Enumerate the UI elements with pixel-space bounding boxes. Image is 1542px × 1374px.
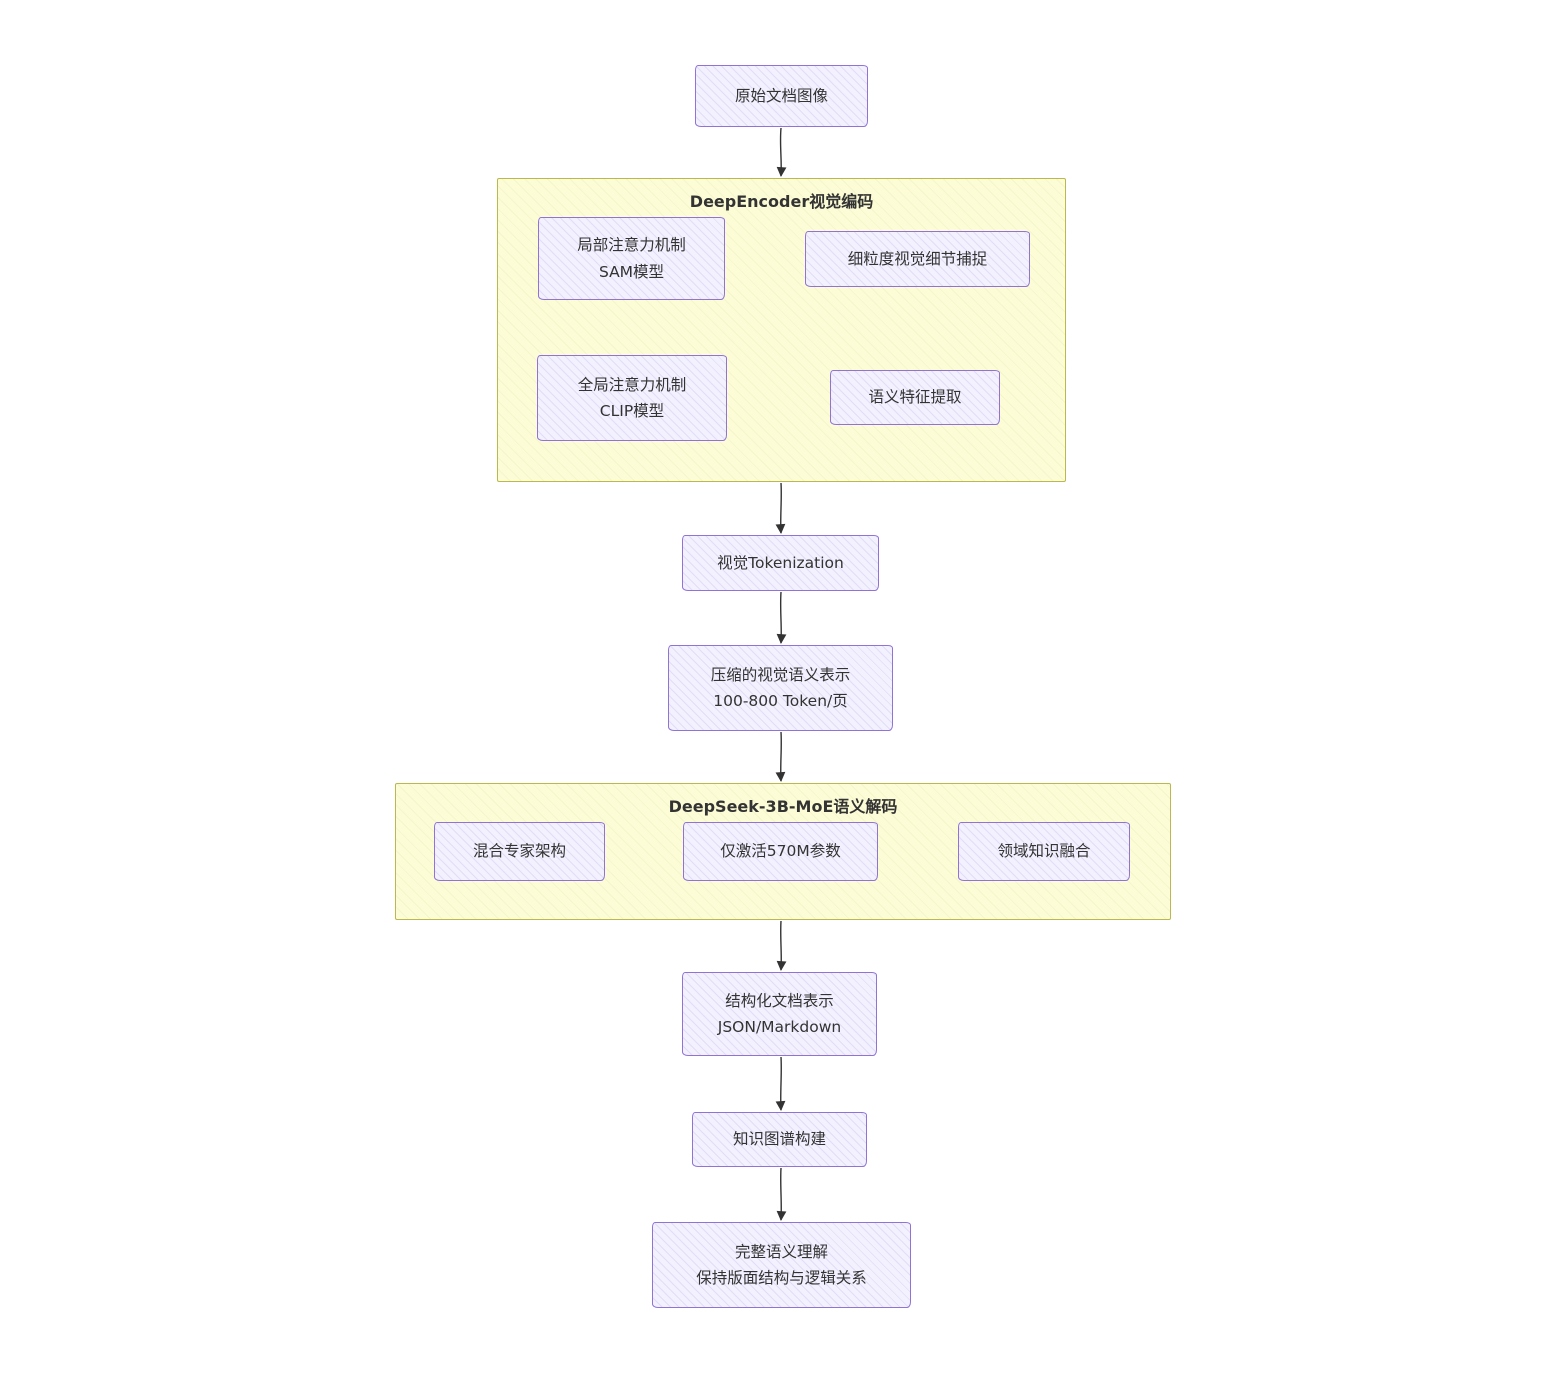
node-fine-grained-detail-label: 细粒度视觉细节捕捉 bbox=[847, 249, 988, 268]
node-domain-fusion-label: 领域知识融合 bbox=[997, 842, 1091, 861]
edge-source-to-encoder bbox=[776, 127, 787, 177]
node-active-params: 仅激活570M参数 bbox=[683, 822, 878, 881]
node-moe-architecture-label: 混合专家架构 bbox=[472, 842, 566, 861]
node-source-image-label: 原始文档图像 bbox=[734, 86, 828, 105]
node-structured-line1: 结构化文档表示 bbox=[725, 991, 834, 1010]
node-source-image: 原始文档图像 bbox=[695, 65, 868, 127]
node-clip-line1: 全局注意力机制 bbox=[577, 375, 687, 394]
edge-kg-to-final bbox=[776, 1167, 787, 1221]
container-deepencoder-title: DeepEncoder视觉编码 bbox=[689, 192, 874, 211]
edge-compressed-to-decoder bbox=[775, 731, 786, 782]
node-compressed-line2: 100-800 Token/页 bbox=[713, 692, 848, 710]
node-knowledge-graph-label: 知识图谱构建 bbox=[732, 1130, 826, 1149]
node-final-line2: 保持版面结构与逻辑关系 bbox=[696, 1269, 867, 1287]
node-clip-line2: CLIP模型 bbox=[599, 402, 665, 420]
edge-structured-to-kg bbox=[775, 1056, 786, 1111]
node-visual-tokenization: 视觉Tokenization bbox=[682, 535, 879, 591]
node-semantic-feature: 语义特征提取 bbox=[830, 370, 1000, 425]
node-semantic-feature-label: 语义特征提取 bbox=[868, 388, 962, 407]
node-final-understanding: 完整语义理解 保持版面结构与逻辑关系 bbox=[652, 1222, 911, 1308]
node-active-params-label: 仅激活570M参数 bbox=[720, 842, 841, 861]
node-compressed-representation: 压缩的视觉语义表示 100-800 Token/页 bbox=[668, 645, 893, 731]
node-sam-line2: SAM模型 bbox=[598, 262, 665, 281]
node-clip-global-attention: 全局注意力机制 CLIP模型 bbox=[537, 355, 727, 441]
node-structured-line2: JSON/Markdown bbox=[717, 1018, 842, 1036]
node-moe-architecture: 混合专家架构 bbox=[434, 822, 605, 881]
container-deepseek-moe-title: DeepSeek-3B-MoE语义解码 bbox=[668, 797, 898, 816]
node-fine-grained-detail: 细粒度视觉细节捕捉 bbox=[805, 231, 1030, 287]
node-domain-fusion: 领域知识融合 bbox=[958, 822, 1130, 881]
node-visual-tokenization-label: 视觉Tokenization bbox=[717, 553, 844, 572]
edge-encoder-to-tokenization bbox=[775, 482, 786, 534]
edge-decoder-to-structured bbox=[776, 920, 787, 971]
node-sam-local-attention: 局部注意力机制 SAM模型 bbox=[538, 217, 725, 300]
node-final-line1: 完整语义理解 bbox=[734, 1242, 828, 1261]
node-structured-output: 结构化文档表示 JSON/Markdown bbox=[682, 972, 877, 1056]
edge-tokenization-to-compressed bbox=[776, 591, 787, 644]
node-knowledge-graph: 知识图谱构建 bbox=[692, 1112, 867, 1167]
node-compressed-line1: 压缩的视觉语义表示 bbox=[710, 665, 851, 684]
node-sam-line1: 局部注意力机制 bbox=[577, 236, 686, 255]
